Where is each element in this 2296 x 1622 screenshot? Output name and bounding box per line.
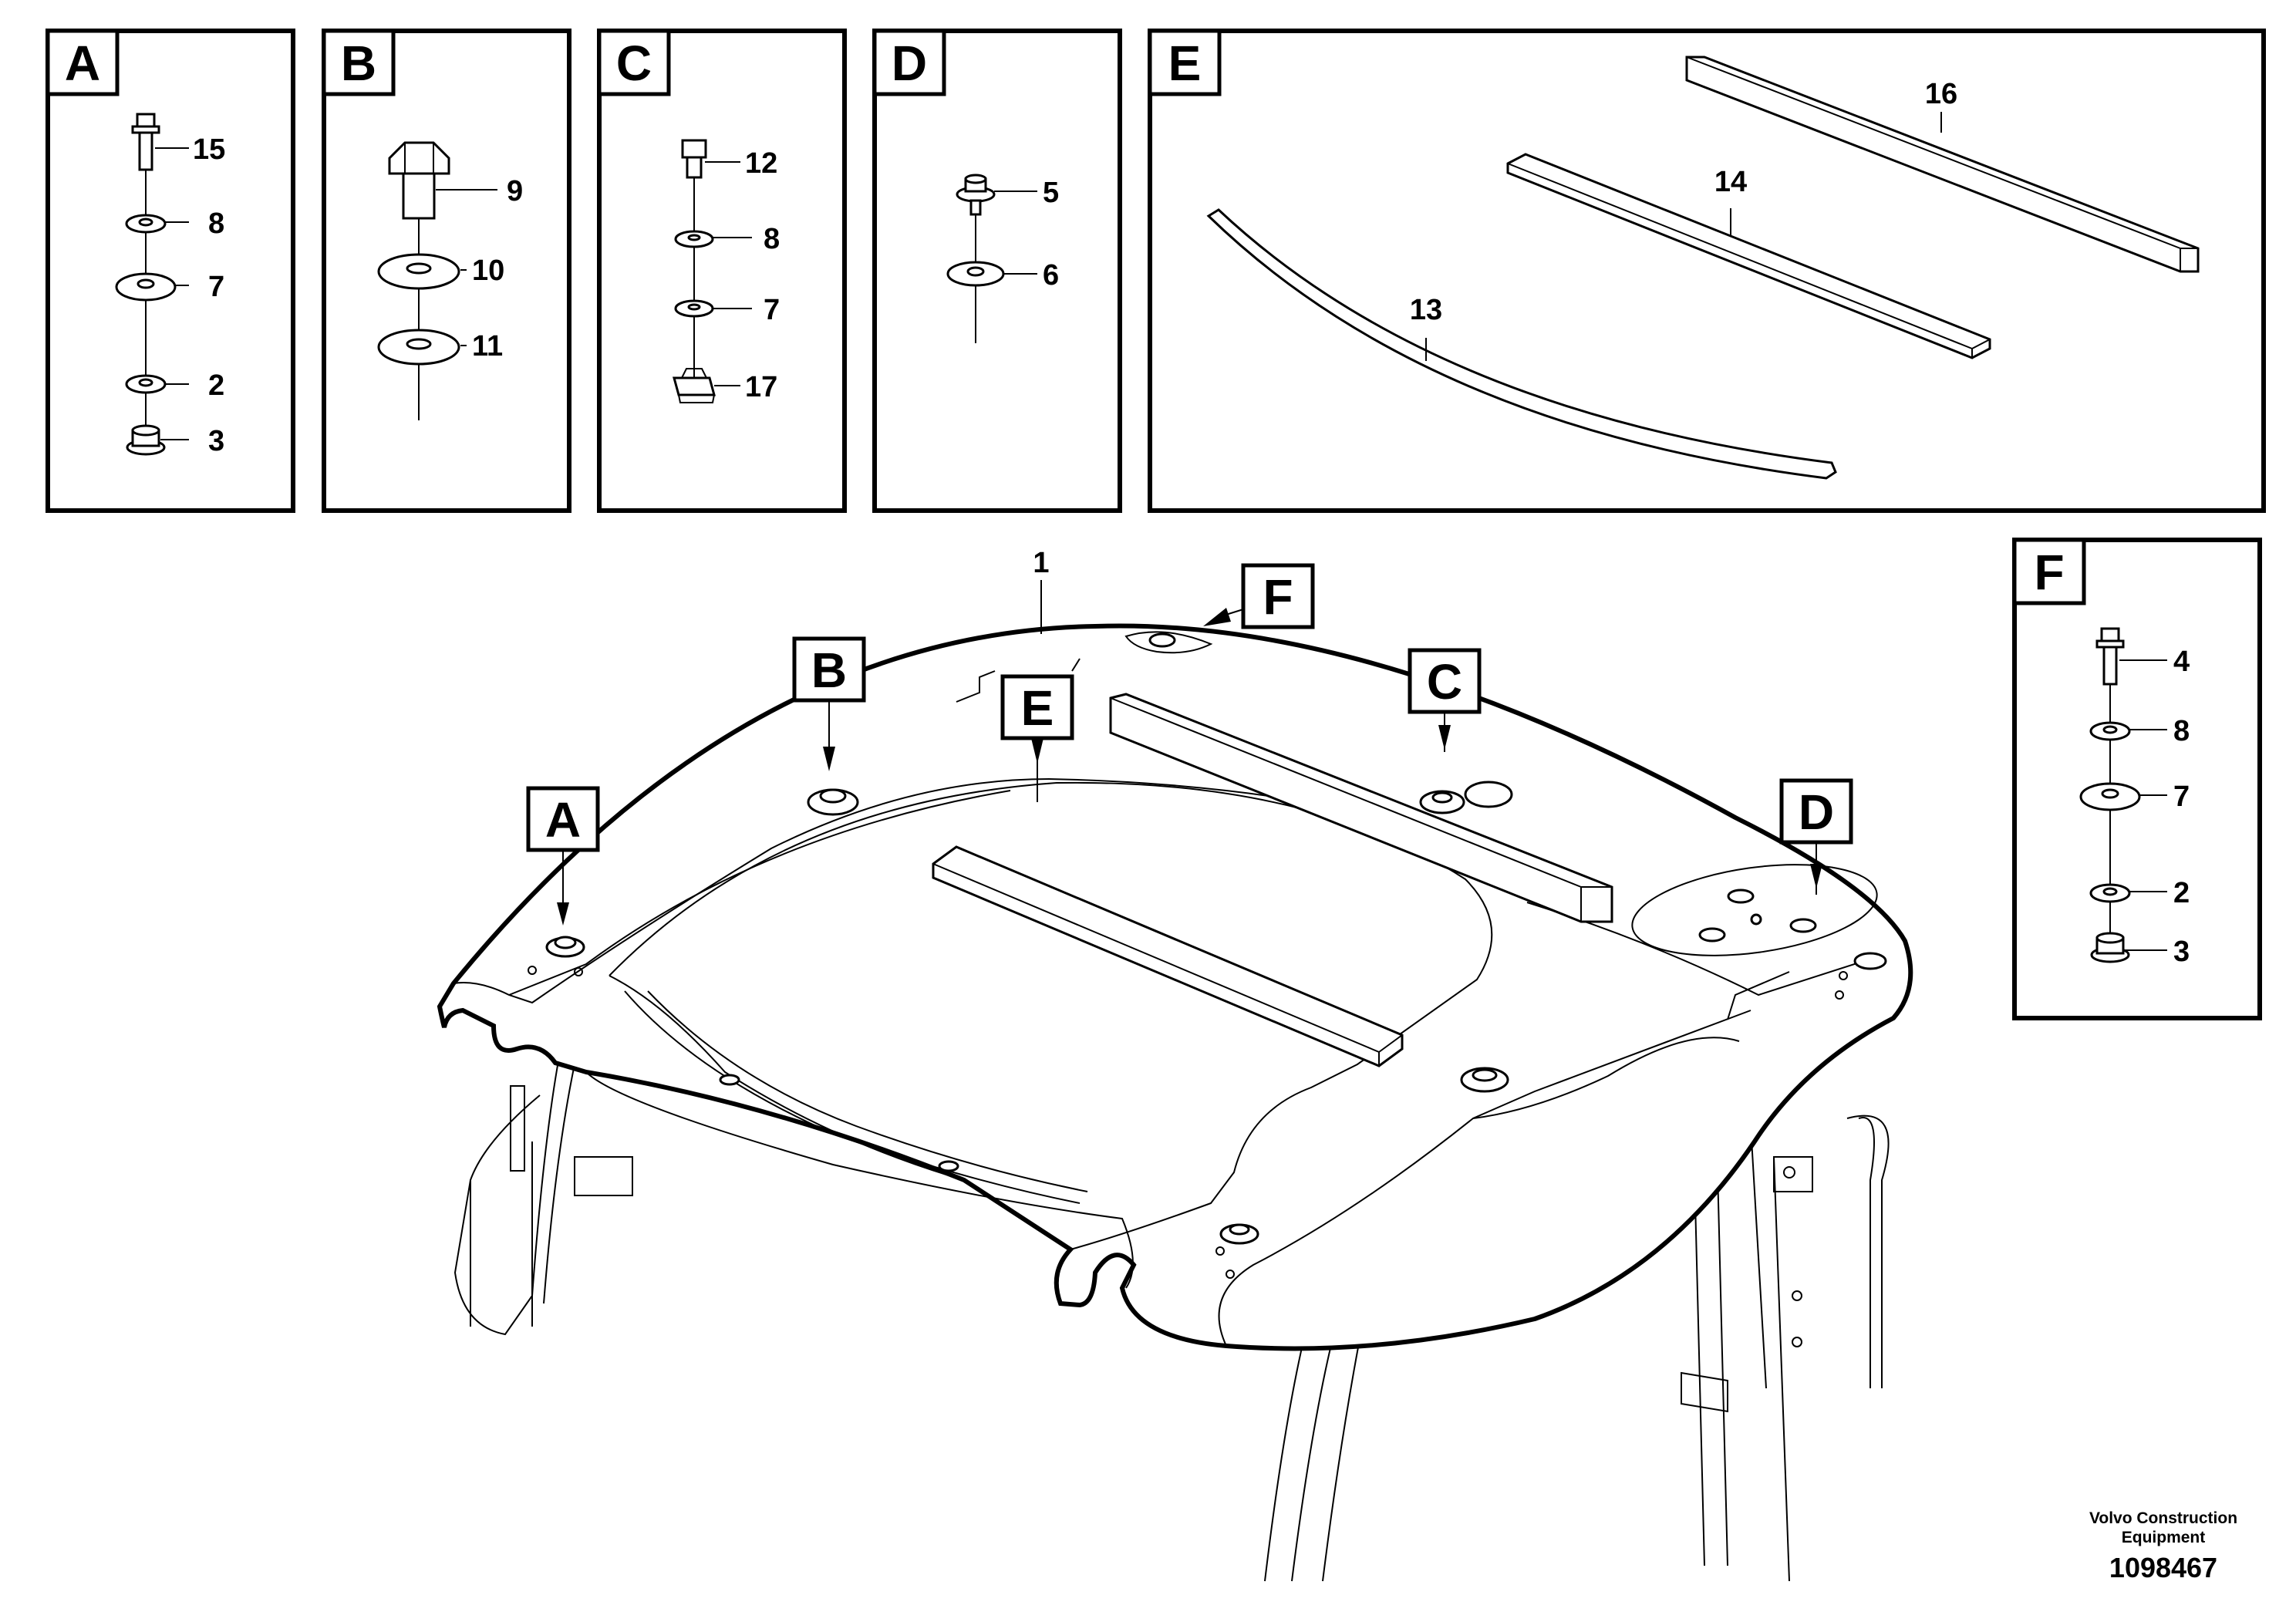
roof-seal-strip (932, 845, 1404, 1067)
roof-seal-strip (1109, 693, 1613, 923)
curved-seal-strip-13 (1206, 208, 1837, 480)
callout-label: 9 (507, 175, 523, 207)
view-tag-d: D (1779, 778, 1853, 895)
callout-label: 5 (1043, 177, 1059, 209)
roof-shell-outline (437, 623, 1913, 1351)
callout-label: 8 (208, 207, 224, 240)
callout-label: 17 (745, 371, 777, 403)
callout-label: 3 (2173, 936, 2190, 968)
flange-bolt-icon (2095, 627, 2125, 686)
callout-label: 2 (2173, 877, 2190, 909)
fastener-location-f (1148, 632, 1176, 648)
panel-e-letter: E (1168, 35, 1202, 91)
callout-label: 7 (2173, 781, 2190, 813)
detail-panel-e: E 16 14 13 (1148, 29, 2266, 513)
panel-c-letter: C (616, 35, 652, 91)
fastener-location-d (1698, 889, 1887, 970)
panel-a-letter: A (65, 35, 100, 91)
callout-label: 16 (1925, 78, 1957, 110)
callout-label: 14 (1714, 166, 1747, 198)
callout-label: 6 (1043, 259, 1059, 292)
callout-label: 8 (2173, 715, 2190, 747)
flange-bolt-icon (131, 113, 160, 171)
flange-nut-icon (2090, 932, 2130, 963)
panel-d-letter: D (892, 35, 927, 91)
fastener-location-c (1419, 781, 1513, 814)
callout-label: 4 (2173, 646, 2190, 678)
view-tag-b: B (792, 636, 866, 771)
callout-label: 8 (764, 223, 780, 255)
drawing-number: 1098467 (2109, 1552, 2217, 1583)
callout-label: 15 (193, 133, 225, 166)
seal-strip-16 (1685, 56, 2200, 273)
fastener-location-a (545, 936, 585, 958)
callout-label: 10 (472, 255, 504, 287)
callout-label: 2 (208, 369, 224, 402)
roof-assembly-drawing (437, 623, 1913, 1582)
detail-panel-a: A 15 8 7 2 3 (46, 29, 295, 513)
clip-nut-icon (673, 368, 716, 403)
panel-f-letter: F (2034, 545, 2064, 600)
company-name-line1: Volvo Construction (2089, 1509, 2237, 1527)
svg-text:B: B (811, 642, 847, 698)
detail-panel-c: C 12 8 7 17 (597, 29, 847, 513)
fastener-location-b (807, 788, 859, 816)
callout-label: 12 (745, 147, 777, 180)
view-tag-c: C (1408, 648, 1482, 752)
hex-bolt-icon (388, 141, 450, 220)
view-tag-f: F (1203, 563, 1315, 629)
view-tag-e: E (1000, 674, 1074, 802)
panel-b-letter: B (341, 35, 376, 91)
company-name-line2: Equipment (2122, 1529, 2206, 1546)
flange-screw-icon (956, 174, 996, 216)
callout-label: 11 (472, 330, 503, 363)
detail-panel-f: F 4 8 7 2 3 (2012, 538, 2262, 1020)
callout-label: 7 (208, 271, 224, 303)
detail-panel-d: D 5 6 (872, 29, 1122, 513)
callout-label: 7 (764, 294, 780, 326)
flange-nut-icon (126, 424, 166, 456)
seal-strip-14 (1506, 153, 1991, 359)
svg-text:E: E (1021, 680, 1054, 736)
callout-label: 3 (208, 425, 224, 457)
svg-text:C: C (1427, 654, 1462, 710)
svg-text:D: D (1799, 784, 1834, 840)
hex-bolt-icon (681, 139, 707, 179)
callout-label: 13 (1410, 294, 1442, 326)
svg-text:F: F (1263, 569, 1293, 625)
view-tag-a: A (526, 786, 600, 926)
svg-text:A: A (545, 792, 581, 848)
part-label-roof: 1 (1033, 547, 1049, 579)
detail-panel-b: B 9 10 11 (322, 29, 571, 513)
